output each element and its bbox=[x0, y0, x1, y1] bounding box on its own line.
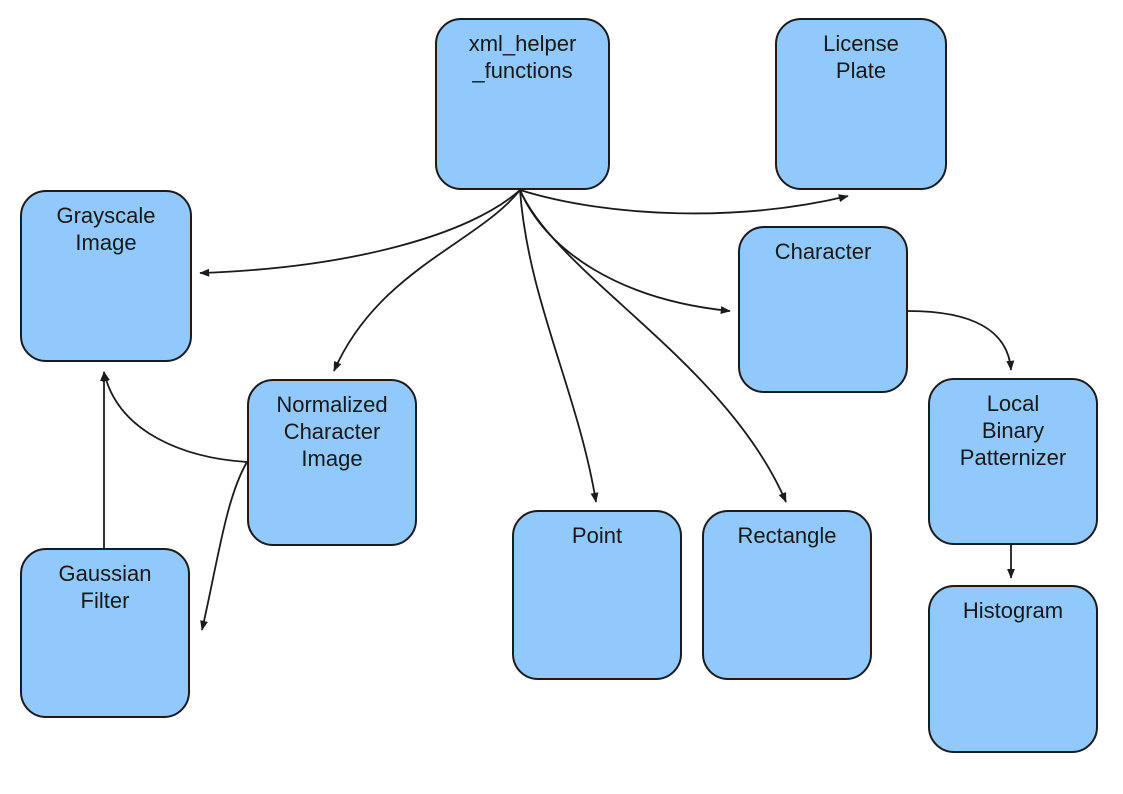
edge-normalized-to-gaussian-filter bbox=[200, 461, 248, 631]
node-rectangle[interactable]: Rectangle bbox=[702, 510, 872, 680]
edge-character-to-local-binary-patternizer bbox=[907, 310, 1015, 371]
node-label-character: Character bbox=[774, 239, 872, 264]
node-label-rectangle: Rectangle bbox=[737, 523, 837, 548]
node-label-xml-helper-functions: xml_helper _functions bbox=[468, 31, 577, 83]
edge-normalized-to-grayscale bbox=[102, 371, 248, 463]
node-license-plate[interactable]: License Plate bbox=[775, 18, 947, 190]
edge-xml-to-license-plate bbox=[519, 189, 849, 215]
edge-xml-to-character bbox=[519, 189, 731, 315]
edge-xml-to-normalized-character-image bbox=[333, 189, 521, 372]
edge-xml-to-grayscale bbox=[199, 189, 521, 277]
node-character[interactable]: Character bbox=[738, 226, 908, 393]
node-label-grayscale-image: Grayscale Image bbox=[56, 203, 156, 255]
edge-xml-to-point bbox=[519, 189, 599, 503]
node-label-histogram: Histogram bbox=[962, 598, 1064, 623]
node-local-binary-patternizer[interactable]: Local Binary Patternizer bbox=[928, 378, 1098, 545]
node-label-license-plate: License Plate bbox=[823, 31, 899, 83]
node-label-gaussian-filter: Gaussian Filter bbox=[58, 561, 152, 613]
node-xml-helper-functions[interactable]: xml_helper _functions bbox=[435, 18, 610, 190]
node-normalized-character-image[interactable]: Normalized Character Image bbox=[247, 379, 417, 546]
node-gaussian-filter[interactable]: Gaussian Filter bbox=[20, 548, 190, 718]
node-histogram[interactable]: Histogram bbox=[928, 585, 1098, 753]
node-label-normalized-character-image: Normalized Character Image bbox=[276, 392, 388, 471]
node-label-point: Point bbox=[571, 523, 623, 548]
node-point[interactable]: Point bbox=[512, 510, 682, 680]
node-grayscale-image[interactable]: Grayscale Image bbox=[20, 190, 192, 362]
node-label-local-binary-patternizer: Local Binary Patternizer bbox=[959, 391, 1067, 470]
